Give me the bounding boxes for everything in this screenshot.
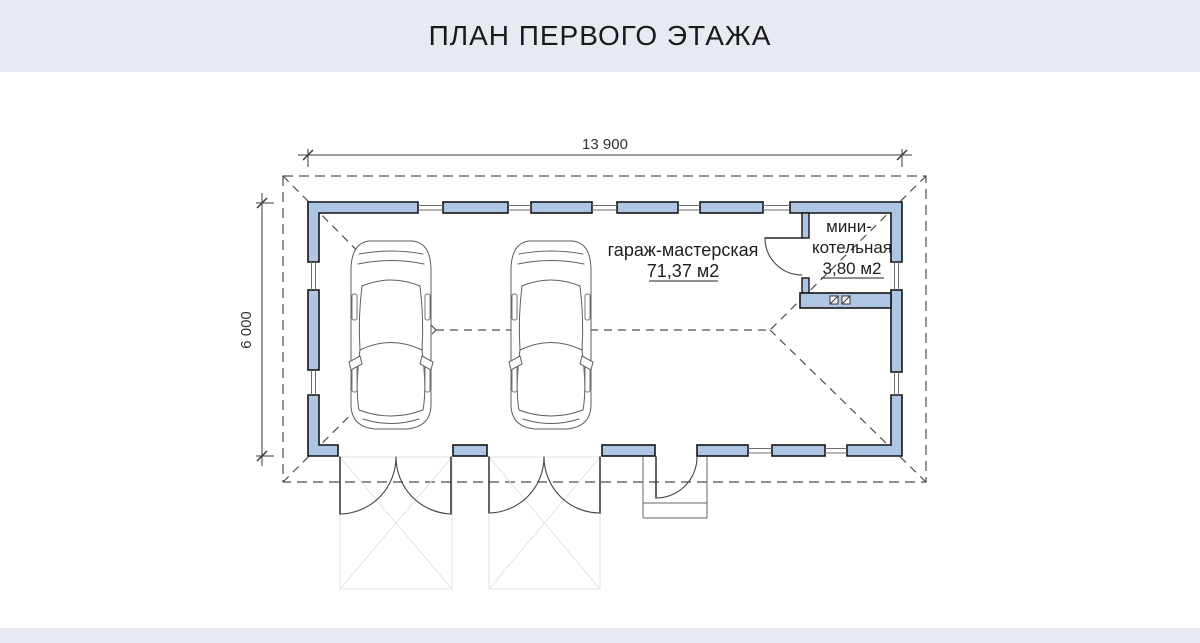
boiler-room-name-line2: котельная (812, 238, 892, 257)
wall-pier (890, 289, 903, 373)
wall-pier (616, 201, 679, 214)
roof-overhang-outline (282, 175, 927, 483)
window (311, 262, 316, 290)
car-mirror (419, 355, 434, 371)
footer-band (0, 628, 1200, 643)
dimension-width-label: 13 900 (582, 136, 628, 153)
apron-diagonal (488, 456, 601, 590)
entrance-steps (642, 457, 708, 519)
partition-wall (801, 277, 810, 294)
wall-pier (452, 444, 488, 457)
car-mirror (508, 355, 523, 371)
car-top-view (348, 240, 434, 430)
page-title: ПЛАН ПЕРВОГО ЭТАЖА (428, 20, 772, 51)
wall-pier (601, 444, 656, 457)
car-mirror (579, 355, 594, 371)
windows (311, 205, 899, 454)
floor-plan-drawing: 13 900 6 000 гараж-мастерская 71,37 м2 м… (238, 136, 927, 590)
wall-pier (530, 201, 593, 214)
wall-corner-bottom-right (846, 394, 903, 457)
window (418, 205, 443, 211)
boiler-room-name-line1: мини- (826, 217, 872, 236)
partition-wall (801, 212, 810, 239)
wall-corner-bottom-left (307, 394, 339, 457)
roof-hip-line (769, 175, 927, 331)
vent-symbols (829, 295, 851, 305)
window (508, 205, 531, 211)
window (592, 205, 617, 211)
window (763, 205, 790, 211)
garage-room-name: гараж-мастерская (608, 240, 759, 260)
garage-gate-swing (488, 456, 601, 514)
entrance-door-swing (655, 456, 698, 499)
window (678, 205, 700, 211)
wall-pier (307, 289, 320, 371)
wall-pier (771, 444, 826, 457)
driveway-aprons (339, 456, 601, 590)
car-top-view (508, 240, 594, 430)
garage-room-area: 71,37 м2 (647, 261, 719, 281)
window (894, 372, 899, 395)
walls (307, 201, 903, 457)
wall-pier (699, 201, 764, 214)
dimension-height-label: 6 000 (238, 311, 255, 349)
boiler-door-swing (764, 237, 803, 276)
dimensions (256, 149, 912, 466)
garage-gate-swing (339, 456, 452, 515)
car-mirror (348, 355, 363, 371)
doors (339, 237, 803, 515)
window (894, 262, 899, 290)
window (311, 370, 316, 395)
window (748, 448, 772, 454)
wall-corner-top-left (307, 201, 419, 263)
dimension-width (298, 149, 912, 167)
title-band: ПЛАН ПЕРВОГО ЭТАЖА (0, 0, 1200, 72)
wall-corner-top-right (789, 201, 903, 263)
dimension-height (256, 193, 274, 466)
wall-pier (696, 444, 749, 457)
wall-pier (442, 201, 509, 214)
window (825, 448, 847, 454)
boiler-room-area: 3,80 м2 (823, 259, 882, 278)
cars (348, 240, 594, 430)
apron-diagonal (339, 456, 453, 590)
